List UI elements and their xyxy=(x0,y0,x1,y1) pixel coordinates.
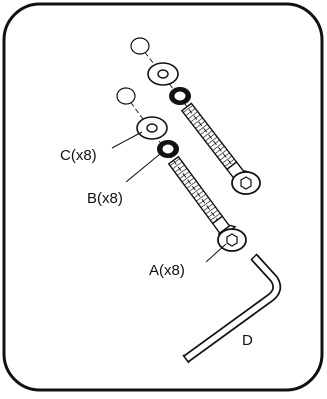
label-allen-key: D xyxy=(242,332,253,349)
leader-line-c xyxy=(111,131,143,149)
label-flat-washer: C(x8) xyxy=(60,147,97,164)
lower-assembly xyxy=(116,87,247,252)
leader-line-b xyxy=(125,153,161,183)
upper-assembly xyxy=(130,37,261,195)
label-screw: A(x8) xyxy=(149,262,185,279)
lower-lock-washer-icon xyxy=(157,140,179,158)
upper-lock-washer-icon xyxy=(169,87,191,105)
allen-key-icon xyxy=(182,253,282,364)
upper-flat-washer-icon xyxy=(147,62,179,86)
leader-line-a xyxy=(205,243,227,263)
lower-flat-washer-icon xyxy=(136,116,168,140)
label-lock-washer: B(x8) xyxy=(87,190,123,207)
upper-screw-head-icon xyxy=(231,171,261,195)
upper-target-hole xyxy=(130,37,150,55)
lower-target-hole xyxy=(116,87,136,105)
frame-border xyxy=(2,2,324,392)
